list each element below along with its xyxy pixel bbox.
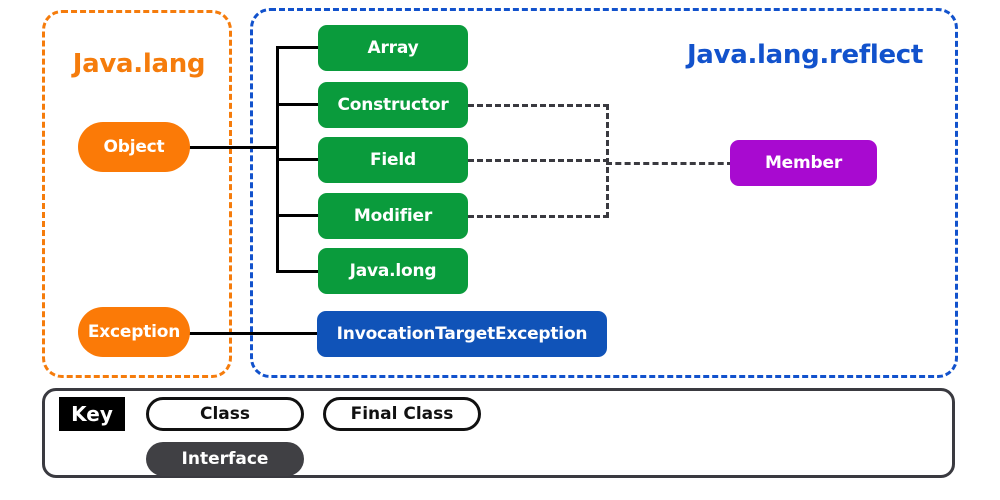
- node-exception-label: Exception: [87, 322, 181, 342]
- edge-dashed-modifier: [468, 215, 609, 218]
- edge-stub-javalong: [276, 270, 320, 273]
- node-invocation-target-exception[interactable]: InvocationTargetException: [317, 311, 607, 357]
- legend-key-text: Key: [71, 402, 113, 426]
- node-constructor[interactable]: Constructor: [318, 82, 468, 128]
- edge-dashed-vertical: [606, 104, 609, 218]
- legend-key-label: Key: [59, 397, 125, 431]
- node-modifier[interactable]: Modifier: [318, 193, 468, 239]
- node-member-label: Member: [764, 153, 843, 173]
- edge-object-to-trunk: [188, 146, 279, 149]
- edge-stub-modifier: [276, 214, 320, 217]
- node-member[interactable]: Member: [730, 140, 877, 186]
- legend-item-interface-label: Interface: [181, 449, 269, 469]
- edge-exception-to-invocation: [188, 332, 319, 335]
- node-java-long-label: Java.long: [349, 261, 437, 281]
- edge-stub-array: [276, 46, 320, 49]
- node-field-label: Field: [370, 150, 416, 170]
- legend-item-final-class-label: Final Class: [350, 404, 454, 424]
- package-title-java-lang-reflect: Java.lang.reflect: [686, 40, 924, 70]
- legend-item-final-class[interactable]: Final Class: [323, 397, 481, 431]
- edge-dashed-constructor: [468, 104, 609, 107]
- node-invocation-target-exception-label: InvocationTargetException: [336, 324, 588, 344]
- package-container-java-lang-reflect: [250, 8, 958, 378]
- edge-stub-constructor: [276, 103, 320, 106]
- legend-item-class-label: Class: [199, 404, 250, 424]
- package-container-java-lang: [42, 10, 232, 378]
- node-array[interactable]: Array: [318, 25, 468, 71]
- node-modifier-label: Modifier: [353, 206, 433, 226]
- node-object[interactable]: Object: [78, 122, 190, 172]
- package-title-java-lang: Java.lang: [72, 49, 206, 79]
- node-constructor-label: Constructor: [337, 95, 449, 115]
- legend-item-class[interactable]: Class: [146, 397, 304, 431]
- legend-item-interface[interactable]: Interface: [146, 442, 304, 476]
- edge-stub-field: [276, 158, 320, 161]
- node-java-long[interactable]: Java.long: [318, 248, 468, 294]
- edge-dashed-field: [468, 159, 609, 162]
- node-exception[interactable]: Exception: [78, 307, 190, 357]
- edge-dashed-to-member: [606, 162, 733, 165]
- node-array-label: Array: [367, 38, 419, 58]
- node-field[interactable]: Field: [318, 137, 468, 183]
- node-object-label: Object: [103, 137, 165, 157]
